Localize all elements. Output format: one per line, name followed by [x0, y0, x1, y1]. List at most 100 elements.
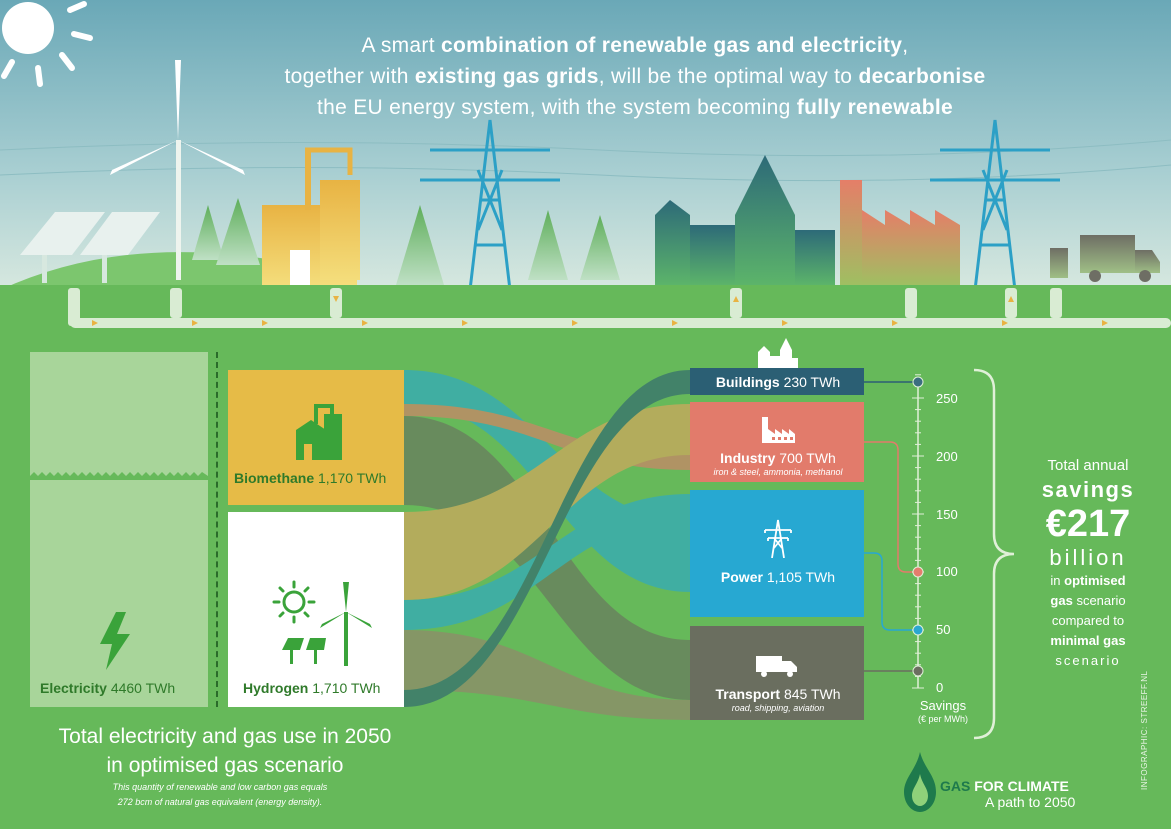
savings-marker-transport — [912, 665, 924, 677]
wind-turbine-icon — [320, 582, 372, 666]
biogas-plant-icon — [262, 147, 360, 285]
savings-text: optimised — [1064, 573, 1126, 588]
hydrogen-value: 1,710 TWh — [312, 680, 381, 696]
landscape-illustration — [0, 0, 1171, 340]
headline-emphasis: decarbonise — [858, 65, 986, 88]
transport-box — [690, 626, 864, 720]
axis-tick: 150 — [936, 507, 958, 522]
divider — [216, 352, 218, 707]
buildings-name: Buildings — [715, 374, 780, 390]
diagram-title-line: Total electricity and gas use in 2050 — [58, 725, 392, 748]
factory-icon — [762, 417, 795, 443]
brand-name-part: GAS — [940, 778, 975, 794]
axis-label: Savings (€ per MWh) — [903, 698, 983, 724]
flow-hydrogen-buildings — [404, 370, 690, 707]
sun-icon — [1, 1, 93, 87]
headline-text: the EU energy system, with the system be… — [316, 96, 797, 119]
headline-emphasis: existing gas grids — [414, 65, 599, 88]
savings-text: scenario — [1072, 593, 1126, 608]
savings-line: compared to — [1051, 613, 1125, 628]
buildings-value: 230 TWh — [783, 374, 841, 390]
power-value: 1,105 TWh — [766, 569, 836, 585]
electricity-label: Electricity 4460 TWh — [40, 680, 175, 696]
flow-hydrogen-industry — [404, 404, 690, 600]
transport-label: Transport 845 TWh road, shipping, aviati… — [690, 686, 866, 713]
solar-panel-icon — [282, 638, 326, 664]
power-pylon-icon — [764, 519, 792, 558]
biomethane-name: Biomethane — [234, 470, 315, 486]
buildings-label: Buildings 230 TWh — [690, 374, 866, 390]
brand-tagline: A path to 2050 — [985, 794, 1076, 810]
industry-value: 700 TWh — [779, 450, 836, 466]
headline-text: , will be the optimal way to — [598, 65, 859, 88]
brand-name-part: FOR CLIMATE — [974, 778, 1069, 794]
power-label: Power 1,105 TWh — [690, 569, 866, 585]
axis-tick: 100 — [936, 564, 958, 579]
biomethane-label: Biomethane 1,170 TWh — [234, 470, 386, 486]
headline-emphasis: fully renewable — [796, 96, 953, 119]
power-box — [690, 490, 864, 617]
headline-emphasis: combination of renewable gas and electri… — [440, 34, 903, 57]
headline-text: A smart — [361, 34, 441, 57]
biogas-plant-icon — [296, 404, 342, 460]
transport-name: Transport — [715, 686, 781, 702]
savings-line: Total annual — [1047, 457, 1129, 474]
axis-tick: 200 — [936, 449, 958, 464]
diagram-title-line: in optimised gas scenario — [106, 754, 344, 777]
savings-text: in — [1050, 573, 1065, 588]
truck-icon — [1050, 235, 1160, 282]
headline: A smart combination of renewable gas and… — [160, 30, 1110, 123]
savings-line: billion — [1049, 545, 1127, 570]
axis-tick: 50 — [936, 622, 951, 637]
tree-icon — [192, 198, 620, 285]
flow-hydrogen-transport — [404, 630, 690, 720]
buildings-box — [690, 368, 864, 395]
transport-value: 845 TWh — [783, 686, 841, 702]
savings-marker-buildings — [912, 376, 924, 388]
savings-marker-power — [912, 624, 924, 636]
industry-label: Industry 700 TWh iron & steel, ammonia, … — [690, 450, 866, 477]
axis-tick: 0 — [936, 680, 944, 695]
hydrogen-label: Hydrogen 1,710 TWh — [243, 680, 380, 696]
savings-line: in optimised — [1026, 571, 1150, 591]
savings-amount: €217 — [1045, 503, 1131, 545]
axis-unit: (€ per MWh) — [917, 714, 968, 724]
savings-line: scenario — [1055, 653, 1121, 668]
hydrogen-name: Hydrogen — [243, 680, 309, 696]
savings-line: minimal gas — [1050, 633, 1126, 648]
diagram-title: Total electricity and gas use in 2050 in… — [25, 722, 425, 780]
footnote: This quantity of renewable and low carbo… — [70, 780, 370, 810]
electricity-name: Electricity — [40, 680, 107, 696]
sun-icon — [272, 580, 316, 624]
industry-name: Industry — [720, 450, 776, 466]
footnote-line: This quantity of renewable and low carbo… — [112, 782, 328, 792]
biomethane-value: 1,170 TWh — [318, 470, 387, 486]
power-pylon-icon — [420, 119, 1060, 291]
wind-turbine-icon — [110, 60, 245, 280]
industry-detail: iron & steel, ammonia, methanol — [713, 467, 843, 477]
power-name: Power — [720, 569, 763, 585]
axis-label-text: Savings — [919, 698, 967, 713]
lightning-icon — [100, 612, 130, 670]
flame-logo-icon — [904, 752, 936, 812]
savings-summary: Total annual savings €217 billion in opt… — [1026, 455, 1150, 671]
footnote-line: 272 bcm of natural gas equivalent (energ… — [117, 797, 323, 807]
buildings-icon — [758, 338, 798, 368]
headline-text: together with — [284, 65, 415, 88]
brace — [973, 368, 1015, 740]
truck-icon — [756, 656, 797, 677]
savings-line: savings — [1041, 477, 1135, 502]
town-icon — [655, 155, 835, 285]
electricity-value: 4460 TWh — [110, 680, 176, 696]
flow-hydrogen-power — [404, 494, 690, 630]
break-marker — [30, 472, 208, 480]
savings-marker-industry — [912, 566, 924, 578]
headline-text: , — [902, 34, 909, 57]
brand-name: GAS FOR CLIMATE — [940, 778, 1069, 794]
factory-icon — [840, 180, 960, 285]
credit: INFOGRAPHIC: STREEFF.NL — [1140, 670, 1149, 790]
gas-pipeline — [68, 288, 1171, 328]
